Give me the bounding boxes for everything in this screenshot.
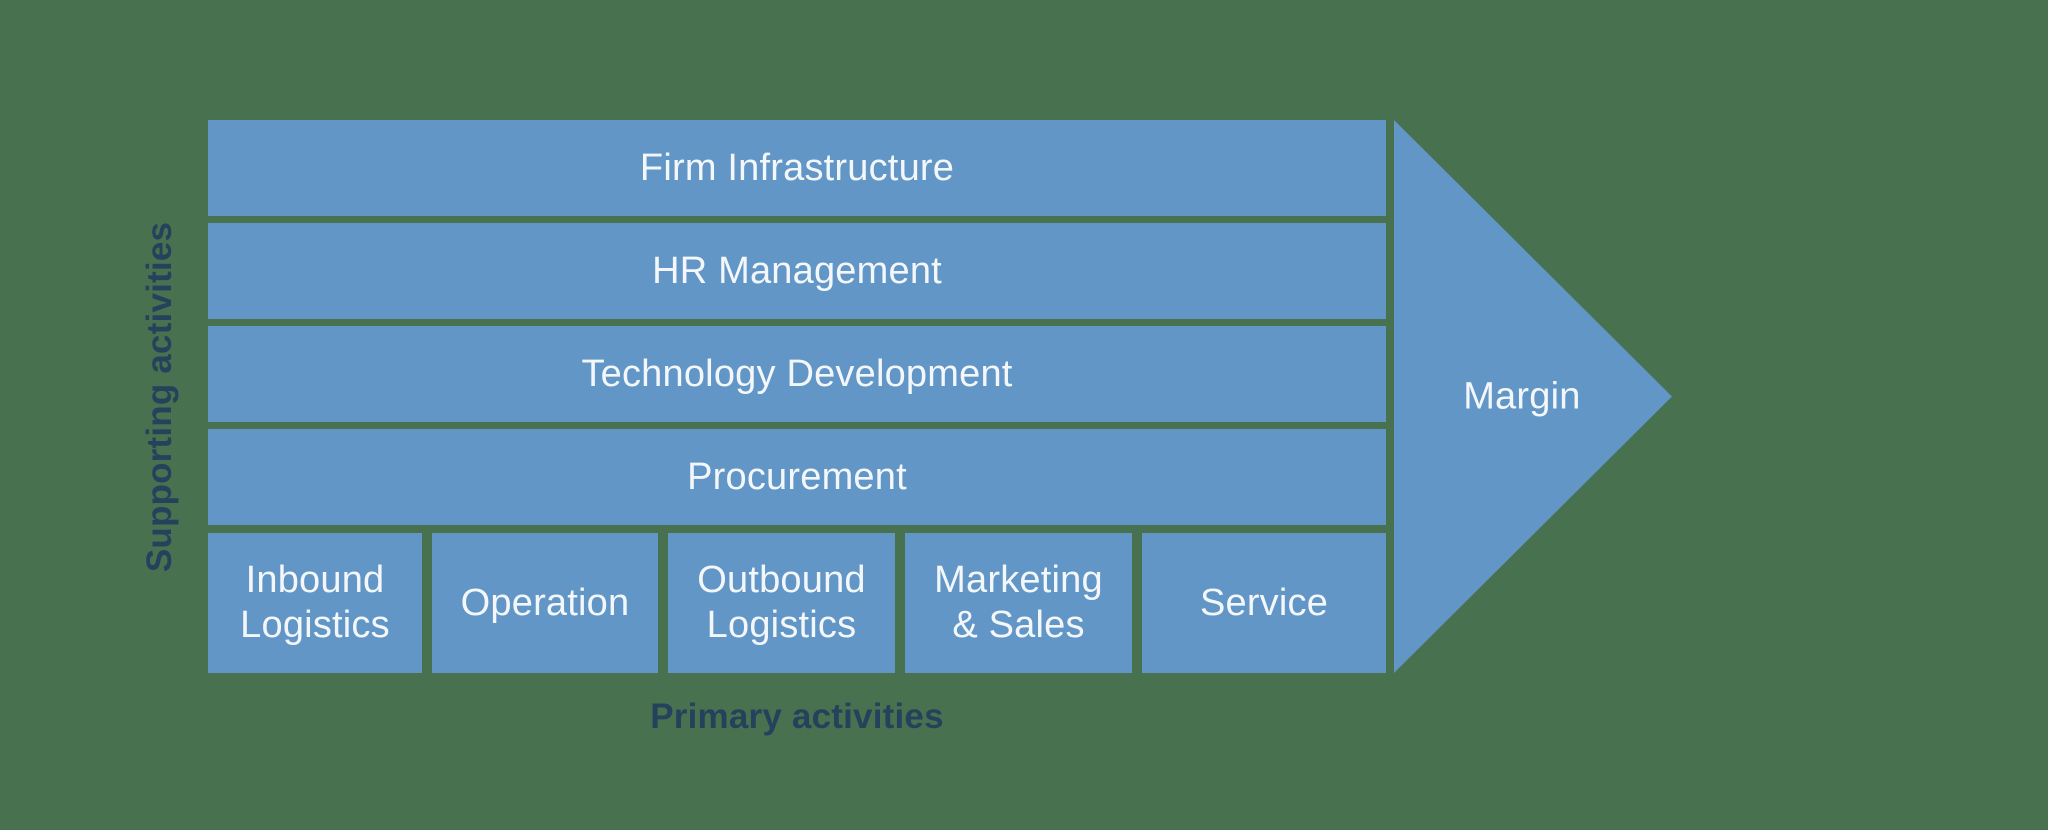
support-row-label: HR Management [652, 249, 942, 292]
primary-box-service: Service [1142, 533, 1386, 673]
primary-box-inbound-logistics: Inbound Logistics [208, 533, 422, 673]
support-row-label: Firm Infrastructure [639, 146, 955, 189]
support-row-hr-management: HR Management [208, 223, 1386, 319]
primary-box-label: Outbound Logistics [697, 559, 866, 646]
support-row-label: Procurement [687, 455, 907, 498]
primary-box-label: Marketing & Sales [934, 559, 1103, 646]
primary-box-label: Service [1199, 581, 1329, 624]
primary-box-operation: Operation [432, 533, 658, 673]
support-row-technology-development: Technology Development [208, 326, 1386, 422]
support-row-firm-infrastructure: Firm Infrastructure [208, 120, 1386, 216]
support-row-label: Technology Development [581, 352, 1013, 395]
primary-activities-label: Primary activities [650, 697, 944, 736]
primary-box-outbound-logistics: Outbound Logistics [668, 533, 895, 673]
margin-arrow: Margin [1394, 120, 1672, 673]
supporting-activities-label: Supporting activities [140, 221, 179, 573]
support-row-procurement: Procurement [208, 429, 1386, 525]
primary-box-label: Operation [460, 581, 630, 624]
primary-box-marketing-sales: Marketing & Sales [905, 533, 1132, 673]
primary-box-label: Inbound Logistics [240, 559, 390, 646]
margin-label: Margin [1463, 375, 1581, 417]
